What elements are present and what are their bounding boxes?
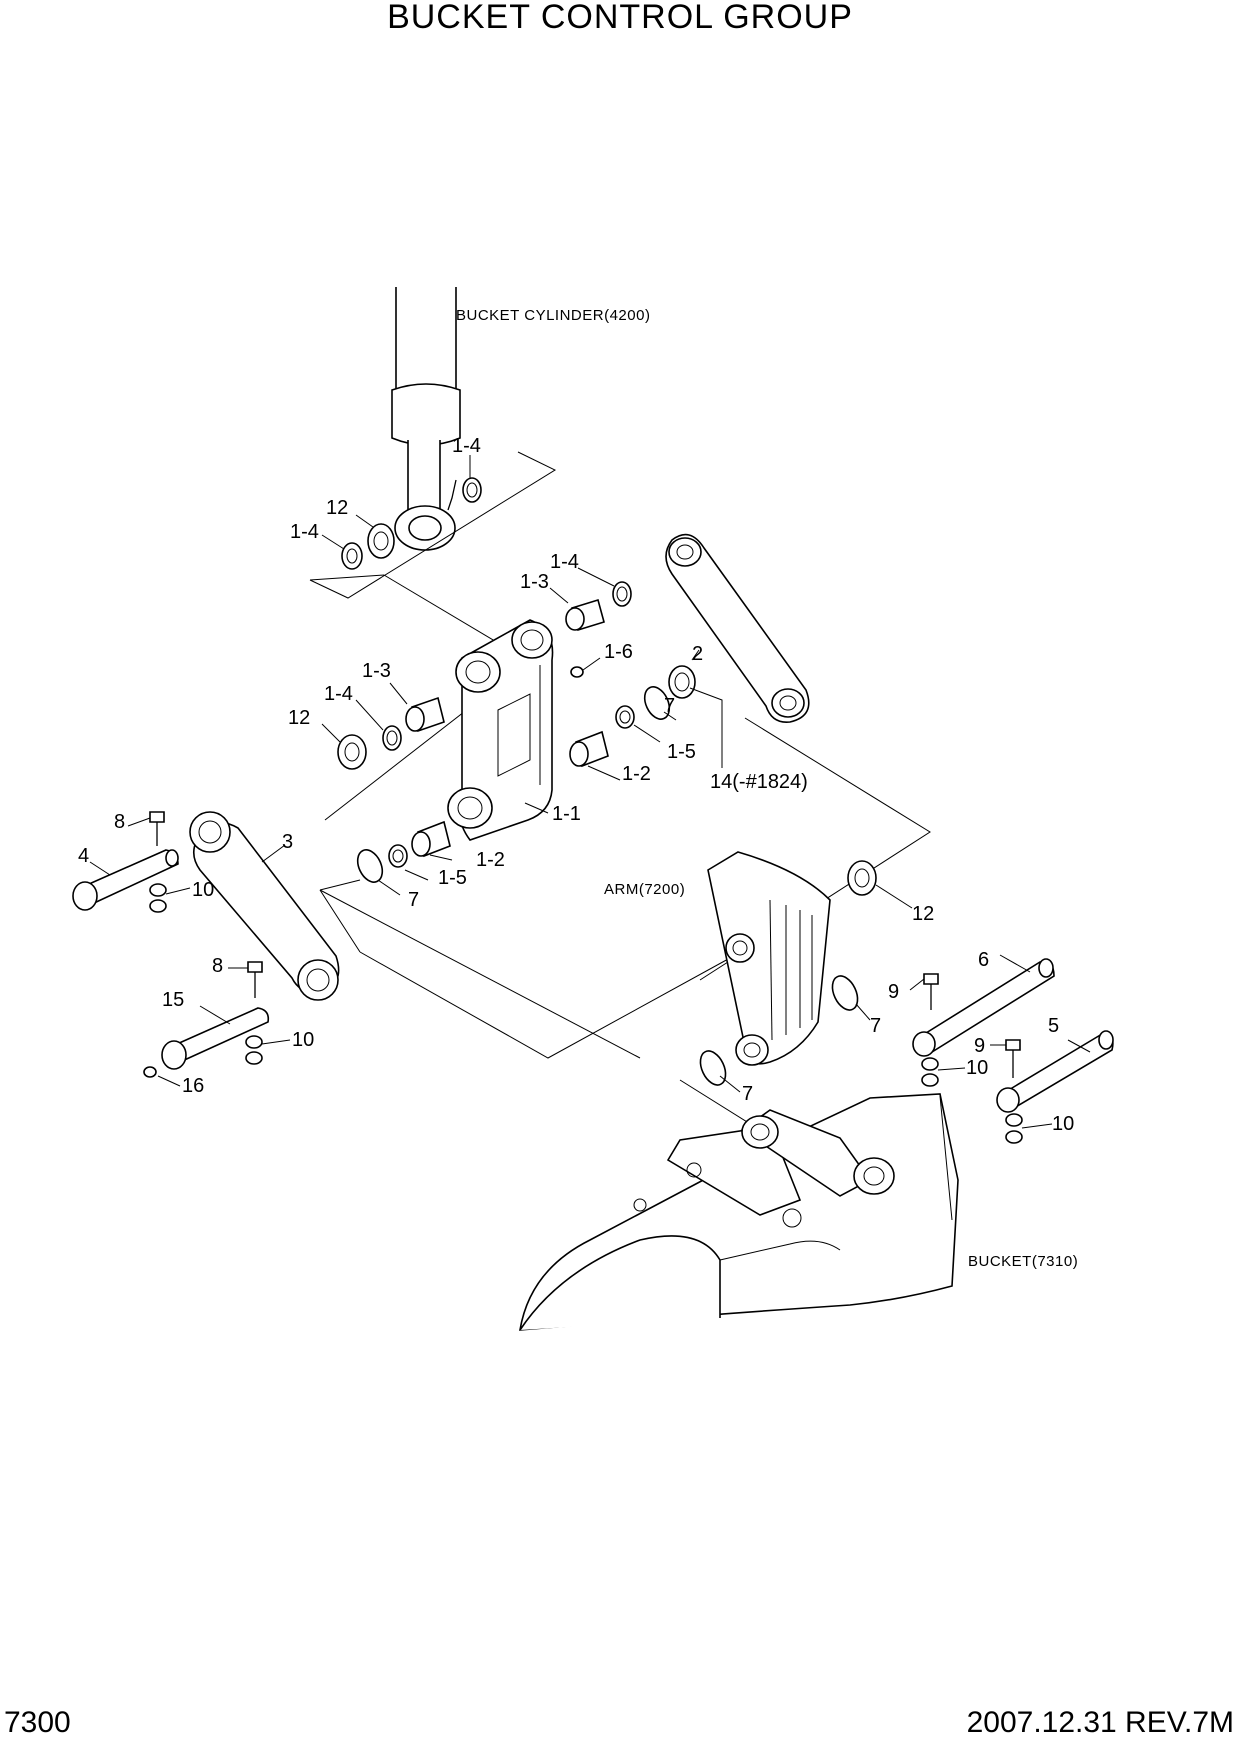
- bucket: [519, 1093, 959, 1331]
- bolt-9-b: [1005, 1039, 1021, 1078]
- bucket-cylinder: [391, 287, 461, 551]
- link-2: [665, 533, 810, 723]
- grease-nipple-1-6: [570, 666, 584, 678]
- washer-1-4-top: [462, 477, 482, 503]
- washer-1-4-left-top: [341, 542, 363, 570]
- washer-12-left: [337, 734, 367, 770]
- callout-2: 2: [692, 643, 703, 665]
- assembly-guide-lines: [309, 451, 931, 1146]
- washer-1-4-left: [382, 725, 402, 751]
- callout-12-right: 12: [912, 903, 934, 925]
- washer-12-top: [367, 523, 395, 559]
- callout-9-b: 9: [974, 1035, 985, 1057]
- revision-stamp: 2007.12.31 REV.7M: [966, 1706, 1234, 1739]
- pin-6: [912, 958, 1055, 1057]
- callout-10-b: 10: [292, 1029, 314, 1051]
- o-ring-7-b: [356, 849, 384, 883]
- callout-12-top: 12: [326, 497, 348, 519]
- bolt-8-a: [149, 811, 165, 846]
- washer-1-5-a: [615, 705, 635, 729]
- link-1-1: [447, 619, 554, 841]
- callout-7-a: 7: [664, 695, 675, 717]
- callout-16: 16: [182, 1075, 204, 1097]
- bushing-1-3-left: [405, 696, 445, 733]
- nut-10-b: [245, 1035, 263, 1065]
- pin-4: [72, 849, 179, 911]
- bushing-1-3-mid: [565, 598, 605, 632]
- callout-1-2-b: 1-2: [476, 849, 505, 871]
- link-3: [189, 811, 340, 1001]
- bushing-1-2-a: [569, 730, 609, 768]
- callout-6: 6: [978, 949, 989, 971]
- reference-bucket-cylinder: BUCKET CYLINDER(4200): [456, 307, 650, 324]
- bushing-1-2-b: [411, 820, 451, 858]
- callout-10-c: 10: [966, 1057, 988, 1079]
- leader-lines: [89, 455, 1091, 1129]
- nut-10-a: [149, 883, 167, 913]
- bolt-9-a: [923, 973, 939, 1010]
- callout-1-5-a: 1-5: [667, 741, 696, 763]
- callout-14: 14(-#1824): [710, 771, 808, 793]
- callout-7-b: 7: [408, 889, 419, 911]
- callout-15: 15: [162, 989, 184, 1011]
- callout-1-4-left-top: 1-4: [290, 521, 319, 543]
- callout-labels: 1-4 12 1-4 1-4 1-3 1-6 2 1-3 1-4 12 7 1-…: [78, 435, 1074, 1135]
- o-ring-7-a: [643, 686, 671, 720]
- callout-8-b: 8: [212, 955, 223, 977]
- arm: [707, 851, 831, 1066]
- callout-1-3-left: 1-3: [362, 660, 391, 682]
- callout-8-a: 8: [114, 811, 125, 833]
- bolt-8-b: [247, 961, 263, 998]
- nut-10-c: [921, 1057, 939, 1087]
- pin-5: [996, 1030, 1114, 1113]
- callout-1-4-mid: 1-4: [550, 551, 579, 573]
- callout-7-c: 7: [870, 1015, 881, 1037]
- callout-10-a: 10: [192, 879, 214, 901]
- callout-1-2-a: 1-2: [622, 763, 651, 785]
- o-ring-7-c: [831, 975, 859, 1011]
- callout-1-1: 1-1: [552, 803, 581, 825]
- washer-12-right: [847, 860, 877, 896]
- callout-9-a: 9: [888, 981, 899, 1003]
- washer-1-5-b: [388, 844, 408, 868]
- pin-15: [161, 1007, 270, 1070]
- callout-1-3-mid: 1-3: [520, 571, 549, 593]
- callout-5: 5: [1048, 1015, 1059, 1037]
- callout-1-5-b: 1-5: [438, 867, 467, 889]
- reference-bucket: BUCKET(7310): [968, 1253, 1078, 1270]
- callout-1-4-top: 1-4: [452, 435, 481, 457]
- o-ring-7-d: [699, 1050, 727, 1086]
- callout-1-4-left: 1-4: [324, 683, 353, 705]
- washer-14: [668, 665, 696, 699]
- grease-nipple-16: [143, 1066, 157, 1078]
- callout-1-6: 1-6: [604, 641, 633, 663]
- callout-4: 4: [78, 845, 89, 867]
- page-title: BUCKET CONTROL GROUP: [387, 0, 853, 36]
- callout-12-left: 12: [288, 707, 310, 729]
- page-number: 7300: [4, 1706, 71, 1739]
- washer-1-4-mid: [612, 581, 632, 607]
- callout-7-d: 7: [742, 1083, 753, 1105]
- callout-3: 3: [282, 831, 293, 853]
- reference-arm: ARM(7200): [604, 881, 685, 898]
- nut-10-d: [1005, 1113, 1023, 1144]
- callout-10-d: 10: [1052, 1113, 1074, 1135]
